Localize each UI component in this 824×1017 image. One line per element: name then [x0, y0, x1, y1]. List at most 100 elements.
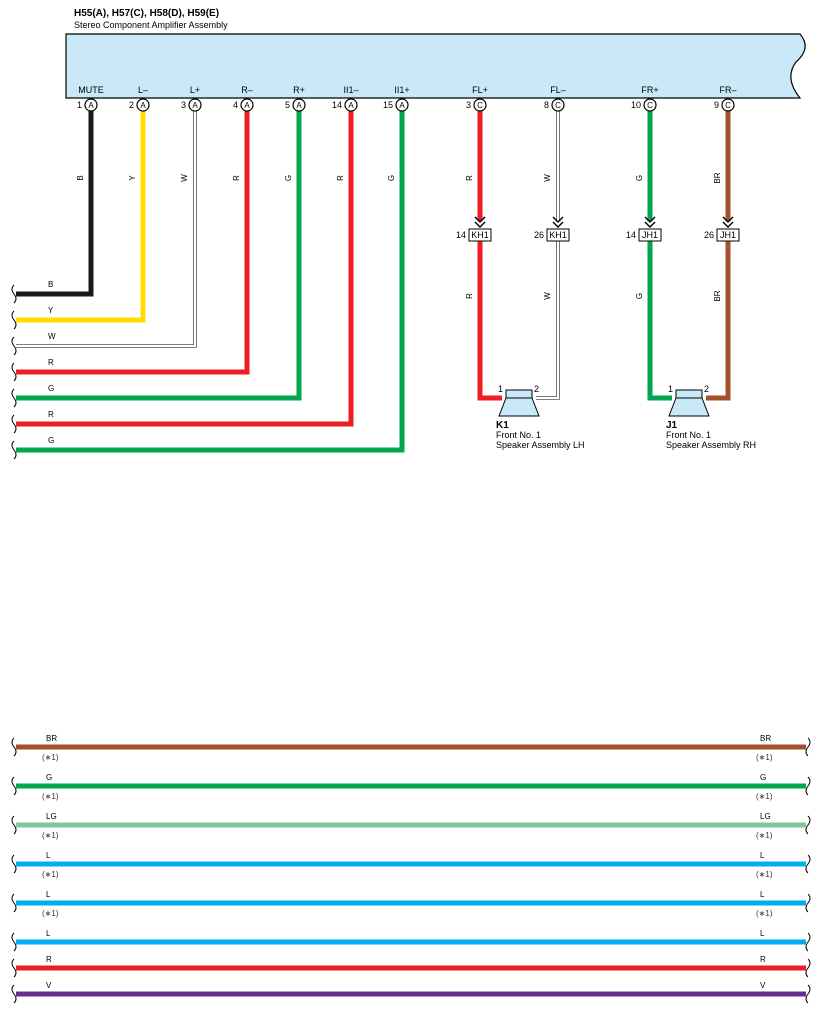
exit-label-1: Y	[48, 306, 54, 315]
wire-lower-fl-minus	[536, 241, 559, 399]
wire-color-label-mute: B	[76, 175, 85, 180]
speaker-pin2-K1: 2	[534, 384, 539, 394]
wire-mute	[16, 111, 94, 297]
bottom-break-right-7	[805, 984, 811, 1004]
pin-connector-r-plus: A	[296, 101, 302, 110]
pin-label-r-minus: R–	[241, 85, 253, 95]
wire-color-label-lower-fr-plus: G	[635, 293, 644, 299]
bottom-break-left-2	[11, 815, 17, 835]
wire-color-label-l-plus: W	[180, 174, 189, 182]
bottom-break-left-3	[11, 854, 17, 874]
wire-lower-fl-plus	[477, 241, 502, 401]
label-layer: BBYYWWRRGGRRGGRKH114RWKH126WGJH114GBRJH1…	[11, 172, 740, 460]
wire-l-plus	[16, 111, 196, 347]
speaker-name2-K1: Speaker Assembly LH	[496, 440, 585, 450]
pin-circle-r-minus	[240, 98, 254, 112]
speaker-magnet-J1	[675, 389, 703, 399]
speaker-cone-J1	[668, 397, 710, 417]
pin-circle-fl-plus	[473, 98, 487, 112]
exit-label-4: G	[48, 384, 54, 393]
speaker-name1-J1: Front No. 1	[666, 430, 711, 440]
bottom-wire-label-right-4: L	[760, 890, 765, 899]
bottom-wire-label-left-4: L	[46, 890, 51, 899]
break-mark-3	[11, 362, 17, 382]
pin-circle-ii1-minus	[344, 98, 358, 112]
bottom-wire-note-right-1: (∗1)	[756, 792, 773, 801]
exit-label-0: B	[48, 280, 53, 289]
inline-connector-JH1-26	[716, 228, 740, 242]
wire-color-label-lower-fr-minus: BR	[713, 290, 722, 301]
bottom-break-right-1	[805, 776, 811, 796]
bottom-wire-label-left-7: V	[46, 981, 52, 990]
break-mark-6	[11, 440, 17, 460]
connector-chevron-fl-minus-1	[552, 221, 564, 228]
bottom-break-right-0	[805, 737, 811, 757]
wire-color-label-upper-fr-plus: G	[635, 175, 644, 181]
bottom-wire-label-right-7: V	[760, 981, 766, 990]
wire-color-label-lower-fl-plus: R	[465, 293, 474, 299]
wire-color-label-r-minus: R	[232, 175, 241, 181]
wire-color-label-upper-fr-minus: BR	[713, 172, 722, 183]
connector-chevron-fl-plus-1	[474, 221, 486, 228]
pin-circle-fr-minus	[721, 98, 735, 112]
pin-label-r-plus: R+	[293, 85, 305, 95]
speaker-name2-J1: Speaker Assembly RH	[666, 440, 756, 450]
inline-connector-code-0: KH1	[471, 230, 489, 240]
speaker-pin1-K1: 1	[498, 384, 503, 394]
pin-number-mute: 1	[77, 100, 82, 110]
pin-label-fl-plus: FL+	[472, 85, 488, 95]
connector-chevron-fl-plus-0	[474, 216, 486, 223]
pin-connector-fl-plus: C	[477, 101, 483, 110]
connector-chevron-fr-minus-0	[722, 216, 734, 223]
wire-r-minus	[16, 111, 250, 375]
pin-circle-fr-plus	[643, 98, 657, 112]
wire-color-label-ii1-minus: R	[336, 175, 345, 181]
wire-color-label-r-plus: G	[284, 175, 293, 181]
pin-connector-ii1-minus: A	[348, 101, 354, 110]
bottom-wire-note-left-2: (∗1)	[42, 831, 59, 840]
pin-label-l-minus: L–	[138, 85, 148, 95]
bottom-wire-note-right-0: (∗1)	[756, 753, 773, 762]
wire-color-label-lower-fl-minus: W	[543, 292, 552, 300]
pin-connector-l-minus: A	[140, 101, 146, 110]
pin-label-fr-plus: FR+	[641, 85, 658, 95]
wire-color-label-upper-fl-minus: W	[543, 174, 552, 182]
bottom-break-left-0	[11, 737, 17, 757]
bottom-break-left-7	[11, 984, 17, 1004]
inline-connector-KH1-14	[468, 228, 492, 242]
bottom-wire-label-right-6: R	[760, 955, 766, 964]
speaker-cone-K1	[498, 397, 540, 417]
speaker-code-K1: K1	[496, 420, 509, 431]
bottom-break-right-3	[805, 854, 811, 874]
amplifier-body	[65, 33, 806, 99]
bottom-wire-label-right-0: BR	[760, 734, 771, 743]
pin-label-ii1-minus: II1–	[343, 85, 358, 95]
bottom-wire-label-right-5: L	[760, 929, 765, 938]
pin-connector-fr-plus: C	[647, 101, 653, 110]
pin-circle-fl-minus	[551, 98, 565, 112]
wire-color-label-upper-fl-plus: R	[465, 175, 474, 181]
break-mark-5	[11, 414, 17, 434]
pin-circle-ii1-plus	[395, 98, 409, 112]
pin-number-ii1-minus: 14	[332, 100, 342, 110]
inline-connector-JH1-14	[638, 228, 662, 242]
speaker-magnet-K1	[505, 389, 533, 399]
speaker-code-J1: J1	[666, 420, 678, 431]
pin-connector-fr-minus: C	[725, 101, 731, 110]
bottom-wire-label-left-1: G	[46, 773, 52, 782]
connector-chevron-fr-minus-1	[722, 221, 734, 228]
component-name: Stereo Component Amplifier Assembly	[74, 20, 228, 30]
wire-lower-fl-minus-outline	[536, 241, 560, 400]
bottom-wire-label-left-0: BR	[46, 734, 57, 743]
wire-ii1-minus	[16, 111, 354, 427]
bottom-wire-note-left-1: (∗1)	[42, 792, 59, 801]
bottom-wire-label-left-2: LG	[46, 812, 57, 821]
connector-chevron-fl-minus-0	[552, 216, 564, 223]
bottom-wire-label-right-3: L	[760, 851, 765, 860]
bottom-break-left-6	[11, 958, 17, 978]
pin-connector-r-minus: A	[244, 101, 250, 110]
break-mark-0	[11, 284, 17, 304]
bottom-wire-note-left-0: (∗1)	[42, 753, 59, 762]
